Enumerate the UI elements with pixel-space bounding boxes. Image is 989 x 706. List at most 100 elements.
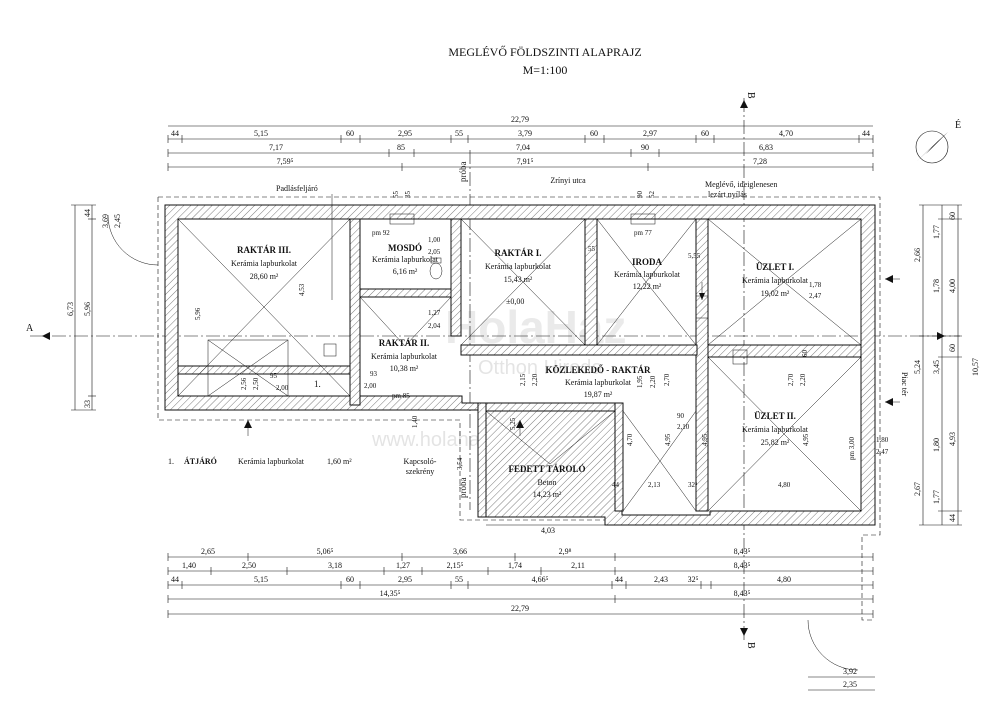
svg-text:Kerámia lapburkolat: Kerámia lapburkolat xyxy=(485,262,552,271)
svg-text:1,95: 1,95 xyxy=(636,375,644,388)
svg-text:6,73: 6,73 xyxy=(66,302,75,316)
dim-top-total: 22,79 xyxy=(511,115,529,124)
svg-text:4,93: 4,93 xyxy=(948,432,957,446)
svg-text:2,11: 2,11 xyxy=(571,561,585,570)
dim-top-r2-0: 7,17 xyxy=(269,143,283,152)
attic-access-label: Padlásfeljáró xyxy=(276,184,318,193)
svg-text:5,24: 5,24 xyxy=(913,360,922,374)
dim-top-r1-6: 60 xyxy=(590,129,598,138)
dim-top-r2-2: 7,04 xyxy=(516,143,530,152)
level-zero-label: ±0,00 xyxy=(506,297,524,306)
svg-text:2,35: 2,35 xyxy=(843,680,857,689)
dim-top-row1-ticks xyxy=(167,135,874,143)
north-label: É xyxy=(955,119,961,131)
svg-text:4,80: 4,80 xyxy=(777,575,791,584)
entrance-markers xyxy=(244,275,900,436)
section-b: B B xyxy=(740,92,756,649)
svg-text:2,00: 2,00 xyxy=(364,382,377,390)
inner-dimensions: 55 35 90 52 1,00 2,05 55 5,55 1,78 2,47 … xyxy=(194,191,889,536)
svg-text:93: 93 xyxy=(370,370,378,378)
svg-text:33: 33 xyxy=(83,400,92,408)
closed-opening-note-2: lezárt nyílás xyxy=(708,190,747,199)
svg-text:1.: 1. xyxy=(168,457,174,466)
left-dimensions: 44 3,69 2,45 6,73 5,96 33 xyxy=(66,204,122,411)
svg-text:4,95: 4,95 xyxy=(664,433,672,446)
dim-top-r2-4: 6,83 xyxy=(759,143,773,152)
section-b-bottom: B xyxy=(745,642,756,649)
svg-text:IRODA: IRODA xyxy=(632,257,663,267)
svg-text:Kerámia lapburkolat: Kerámia lapburkolat xyxy=(372,255,439,264)
svg-text:2,47: 2,47 xyxy=(809,292,822,300)
svg-text:2,95: 2,95 xyxy=(398,575,412,584)
svg-text:2,50: 2,50 xyxy=(252,377,260,390)
svg-text:1,80: 1,80 xyxy=(932,438,941,452)
svg-text:Kerámia lapburkolat: Kerámia lapburkolat xyxy=(231,259,298,268)
svg-text:2,65: 2,65 xyxy=(201,547,215,556)
svg-text:55: 55 xyxy=(588,245,596,253)
dim-top-r2-3: 90 xyxy=(641,143,649,152)
switch-cabinet-label-1: Kapcsoló- xyxy=(404,457,437,466)
svg-text:2,50: 2,50 xyxy=(242,561,256,570)
dim-top-r1-7: 2,97 xyxy=(643,129,657,138)
svg-text:44: 44 xyxy=(83,209,92,217)
dim-top-r1-0: 44 xyxy=(171,129,179,138)
svg-text:2,00: 2,00 xyxy=(276,384,289,392)
closed-opening-note-1: Meglévő, ideiglenesen xyxy=(705,180,777,189)
svg-text:60: 60 xyxy=(948,212,957,220)
dim-top-r1-8: 60 xyxy=(701,129,709,138)
svg-text:44: 44 xyxy=(171,575,179,584)
room-mosdo: MOSDÓ Kerámia lapburkolat 6,16 m² xyxy=(372,243,439,276)
svg-text:28,60 m²: 28,60 m² xyxy=(250,272,279,281)
svg-text:2,70: 2,70 xyxy=(787,373,795,386)
svg-text:RAKTÁR III.: RAKTÁR III. xyxy=(237,245,291,255)
svg-text:4,53: 4,53 xyxy=(298,283,306,296)
dim-top-r3-2: 7,28 xyxy=(753,157,767,166)
svg-text:Beton: Beton xyxy=(537,478,556,487)
north-arrow-icon: É xyxy=(915,119,961,164)
svg-text:5,96: 5,96 xyxy=(83,302,92,316)
svg-text:60: 60 xyxy=(948,344,957,352)
toilet-icon xyxy=(429,262,443,280)
proba-label-bottom: próba xyxy=(458,478,468,499)
top-dimensions: 22,79 44 5,15 60 2,95 55 3,79 60 2,97 60… xyxy=(167,115,874,171)
pm85-label: pm 85 xyxy=(392,392,410,400)
svg-text:19,02 m²: 19,02 m² xyxy=(761,289,790,298)
svg-text:1,27: 1,27 xyxy=(396,561,410,570)
svg-text:52: 52 xyxy=(648,191,656,199)
ceiling-diagonals xyxy=(177,218,862,512)
svg-text:5,55: 5,55 xyxy=(688,252,701,260)
svg-text:1,80: 1,80 xyxy=(876,436,889,444)
svg-text:Kerámia lapburkolat: Kerámia lapburkolat xyxy=(565,378,632,387)
svg-text:32⁵: 32⁵ xyxy=(688,575,699,584)
svg-text:ÜZLET I.: ÜZLET I. xyxy=(756,262,794,272)
svg-text:1,77: 1,77 xyxy=(932,225,941,239)
fixtures xyxy=(107,213,859,671)
svg-text:55: 55 xyxy=(455,575,463,584)
svg-text:RAKTÁR I.: RAKTÁR I. xyxy=(494,248,541,258)
bottom-dimensions: 2,65 5,06⁵ 3,66 2,9⁸ 8,43⁵ 1,40 2,50 3,1… xyxy=(167,547,875,691)
svg-text:12,22 m²: 12,22 m² xyxy=(633,282,662,291)
dim-top-r1-10: 44 xyxy=(862,129,870,138)
svg-text:KÖZLEKEDŐ - RAKTÁR: KÖZLEKEDŐ - RAKTÁR xyxy=(545,365,651,375)
passage-number: 1. xyxy=(314,379,321,389)
svg-text:2,15: 2,15 xyxy=(519,373,527,386)
svg-text:3,18: 3,18 xyxy=(328,561,342,570)
svg-text:3,45: 3,45 xyxy=(932,360,941,374)
svg-text:4,66⁵: 4,66⁵ xyxy=(532,575,549,584)
room-uzlet-i: ÜZLET I. Kerámia lapburkolat 19,02 m² xyxy=(742,262,809,298)
dim-top-r1-3: 2,95 xyxy=(398,129,412,138)
svg-text:2,9⁸: 2,9⁸ xyxy=(559,547,572,556)
svg-text:2,66: 2,66 xyxy=(913,248,922,262)
svg-text:8,43⁵: 8,43⁵ xyxy=(734,589,751,598)
right-dimensions: 60 1,77 2,66 1,78 4,00 60 3,45 5,24 10,5… xyxy=(913,204,980,526)
room-labels: RAKTÁR III. Kerámia lapburkolat 28,60 m²… xyxy=(231,243,809,499)
svg-text:ÁTJÁRÓ: ÁTJÁRÓ xyxy=(184,456,217,466)
svg-text:2,45: 2,45 xyxy=(113,214,122,228)
svg-text:2,67: 2,67 xyxy=(913,482,922,496)
svg-text:Kerámia lapburkolat: Kerámia lapburkolat xyxy=(742,276,809,285)
svg-text:2,04: 2,04 xyxy=(428,322,441,330)
dim-top-r1-4: 55 xyxy=(455,129,463,138)
svg-text:6,16 m²: 6,16 m² xyxy=(393,267,418,276)
svg-text:15,43 m²: 15,43 m² xyxy=(504,275,533,284)
